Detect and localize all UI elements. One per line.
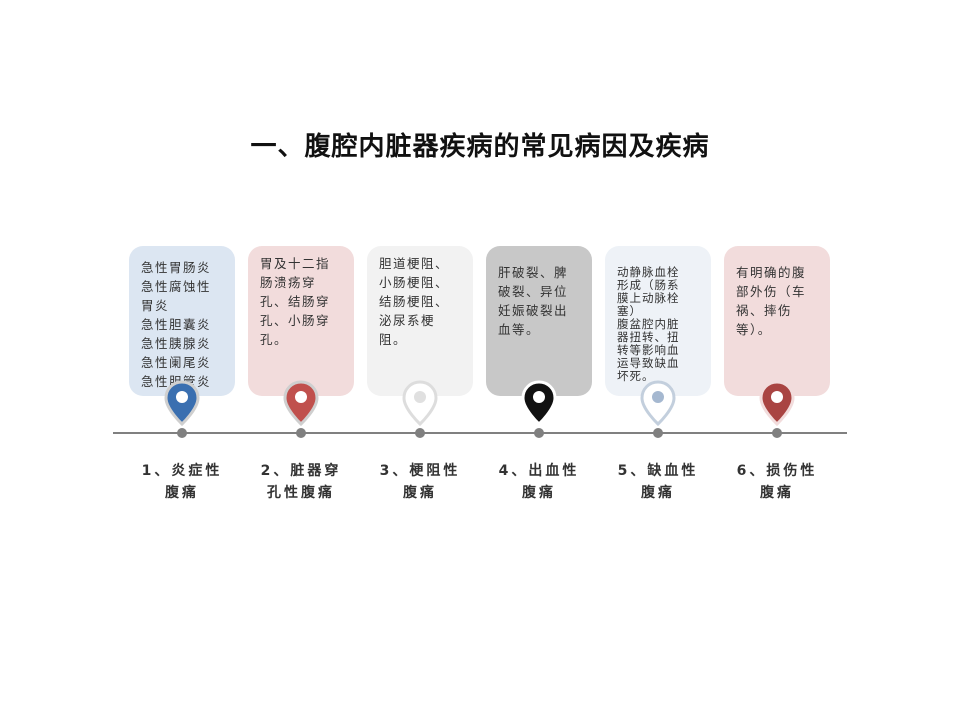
label-line: 4、出血性 [498,463,580,479]
category-label: 4、出血性 腹痛 [484,460,594,504]
label-line: 腹痛 [403,485,437,501]
map-pin-icon [164,380,200,426]
map-pin-icon [402,380,438,426]
label-line: 1、炎症性 [141,463,223,479]
label-line: 孔性腹痛 [267,485,335,501]
category-label: 1、炎症性 腹痛 [127,460,237,504]
timeline-dot [534,428,544,438]
card-ischemia: 动静脉血栓 形成（肠系 膜上动脉栓 塞） 腹盆腔内脏 器扭转、扭 转等影响血 运… [605,246,711,396]
card-text: 有明确的腹 部外伤（车 祸、摔伤 等）。 [736,265,807,337]
card-text: 动静脉血栓 形成（肠系 膜上动脉栓 塞） 腹盆腔内脏 器扭转、扭 转等影响血 运… [617,265,680,383]
label-line: 3、梗阻性 [379,463,461,479]
label-line: 腹痛 [760,485,794,501]
label-line: 5、缺血性 [617,463,699,479]
label-line: 腹痛 [522,485,556,501]
category-label: 6、损伤性 腹痛 [722,460,832,504]
label-line: 腹痛 [165,485,199,501]
card-obstruction: 胆道梗阻、 小肠梗阻、 结肠梗阻、 泌尿系梗 阻。 [367,246,473,396]
timeline-dot [177,428,187,438]
category-label: 5、缺血性 腹痛 [603,460,713,504]
label-line: 6、损伤性 [736,463,818,479]
map-pin-icon [283,380,319,426]
map-pin-icon [521,380,557,426]
card-text: 胆道梗阻、 小肠梗阻、 结肠梗阻、 泌尿系梗 阻。 [379,255,450,347]
timeline-dot [296,428,306,438]
timeline-axis [113,432,847,434]
category-label: 2、脏器穿 孔性腹痛 [246,460,356,504]
timeline-dot [653,428,663,438]
timeline-dot [415,428,425,438]
label-line: 腹痛 [641,485,675,501]
category-label: 3、梗阻性 腹痛 [365,460,475,504]
card-hemorrhage: 肝破裂、脾 破裂、异位 妊娠破裂出 血等。 [486,246,592,396]
map-pin-icon [640,380,676,426]
label-line: 2、脏器穿 [260,463,342,479]
page-title: 一、腹腔内脏器疾病的常见病因及疾病 [250,132,710,162]
card-text: 胃及十二指 肠溃疡穿 孔、结肠穿 孔、小肠穿 孔。 [260,255,331,347]
card-text: 肝破裂、脾 破裂、异位 妊娠破裂出 血等。 [498,265,569,337]
card-injury: 有明确的腹 部外伤（车 祸、摔伤 等）。 [724,246,830,396]
map-pin-icon [759,380,795,426]
timeline-dot [772,428,782,438]
card-inflammatory: 急性胃肠炎 急性腐蚀性 胃炎 急性胆囊炎 急性胰腺炎 急性阑尾炎 急性胆管炎 [129,246,235,396]
card-text: 急性胃肠炎 急性腐蚀性 胃炎 急性胆囊炎 急性胰腺炎 急性阑尾炎 急性胆管炎 [141,260,212,389]
card-perforation: 胃及十二指 肠溃疡穿 孔、结肠穿 孔、小肠穿 孔。 [248,246,354,396]
